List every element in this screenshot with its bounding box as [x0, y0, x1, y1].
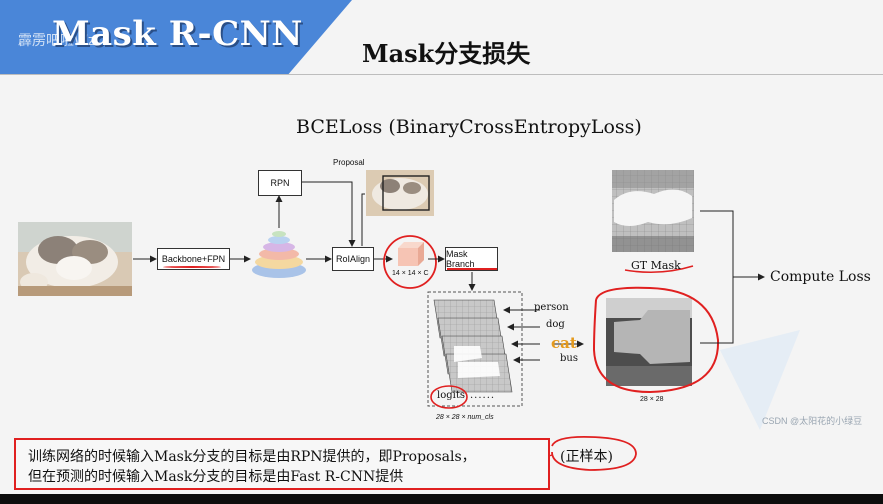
input-cat-image [18, 222, 132, 296]
feature-highlight-circle [383, 235, 437, 289]
caption-line-2: 但在预测的时候输入Mask分支的目标是由Fast R-CNN提供 [28, 469, 404, 485]
pred-mask-size-label: 28 × 28 [640, 396, 664, 403]
rpn-label: RPN [270, 178, 290, 188]
arrow-proposal-to-roialign [361, 193, 365, 246]
compute-loss-label: Compute Loss [770, 269, 871, 285]
backbone-fpn-box: Backbone+FPN [157, 248, 230, 270]
header-ribbon [0, 0, 352, 74]
mask-branch-underline [447, 268, 497, 270]
proposal-label: Proposal [333, 158, 365, 167]
roi-feature-cube [398, 242, 424, 266]
roialign-box: RoIAlign [332, 247, 374, 271]
backbone-fpn-label: Backbone+FPN [161, 254, 226, 264]
backbone-underline [163, 266, 221, 268]
loss-title: BCELoss (BinaryCrossEntropyLoss) [296, 116, 642, 138]
class-cat-label: cat [551, 334, 577, 352]
logits-ellipsis: ...... [470, 390, 496, 401]
caption-line-1: 训练网络的时候输入Mask分支的目标是由RPN提供的，即Proposals， [28, 449, 476, 465]
gt-mask-underline [624, 265, 694, 274]
mask-stack [433, 299, 513, 393]
proposal-image [366, 170, 434, 216]
mask-branch-box: Mask Branch [445, 247, 498, 271]
logits-label: logits [437, 390, 465, 401]
class-bus-label: bus [560, 353, 578, 364]
csdn-watermark: CSDN @太阳花的小绿豆 [762, 416, 863, 426]
gt-mask-label: GT Mask [631, 259, 681, 272]
loss-bracket [700, 210, 734, 344]
bottom-bar [0, 494, 883, 504]
roialign-label: RoIAlign [335, 254, 371, 264]
caption-box: 训练网络的时候输入Mask分支的目标是由RPN提供的，即Proposals， 但… [14, 438, 550, 490]
logits-highlight-circle [430, 385, 468, 409]
mask-branch-label: Mask Branch [446, 249, 475, 269]
class-dog-label: dog [546, 319, 565, 330]
logits-box [427, 291, 523, 407]
gt-mask-image [612, 170, 694, 252]
pred-mask-highlight-circle [592, 286, 720, 394]
slide-title: Mask分支损失 [362, 39, 531, 68]
positive-sample-note: (正样本) [560, 449, 613, 465]
logits-size-label: 28 × 28 × num_cls [436, 414, 494, 421]
positive-sample-circle [551, 436, 637, 471]
rpn-box: RPN [258, 170, 302, 196]
header-divider [0, 74, 883, 75]
watermark-text: 霹雳吧啦Wz [18, 33, 96, 49]
arrow-rpn-to-roialign [302, 181, 356, 247]
class-person-label: person [534, 302, 569, 313]
watermark-triangle [720, 330, 800, 430]
predicted-mask-image [606, 298, 692, 386]
feature-size-label: 14 × 14 × C [392, 270, 429, 277]
section-title: Mask R-CNN [52, 14, 303, 54]
fpn-pyramid-icon [252, 231, 306, 278]
